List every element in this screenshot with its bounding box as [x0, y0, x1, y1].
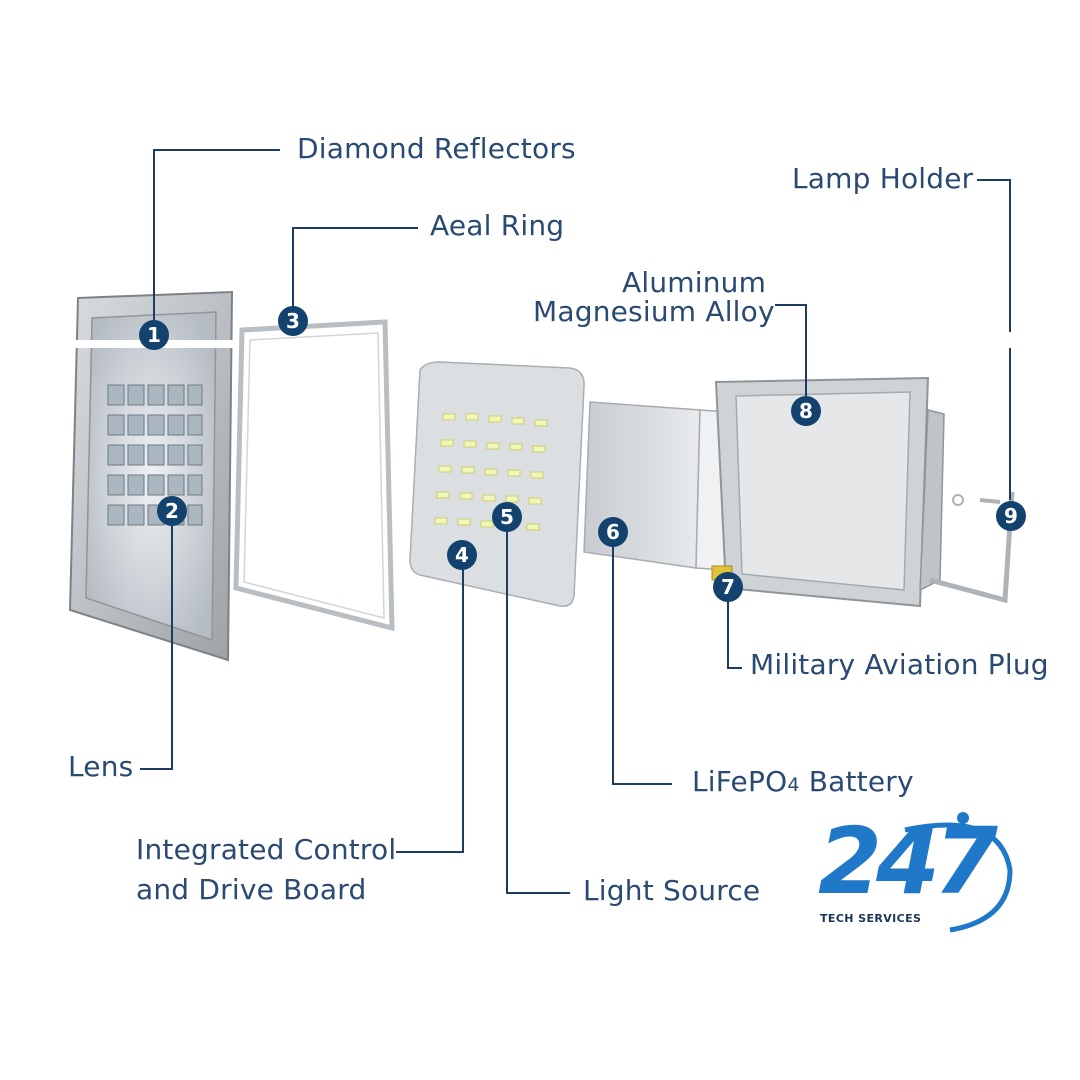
- label-aluminum-line2: Magnesium Alloy: [533, 295, 775, 328]
- label-control-line1: Integrated Control: [136, 833, 397, 866]
- logo-subtitle: TECH SERVICES: [820, 912, 922, 925]
- badge-2: 2: [157, 496, 187, 526]
- badge-9: 9: [996, 501, 1026, 531]
- badge-4: 4: [447, 540, 477, 570]
- label-control-line2: and Drive Board: [136, 873, 367, 906]
- seal-ring: [233, 319, 395, 632]
- label-lens: Lens: [68, 750, 134, 783]
- white-band: [70, 340, 1080, 348]
- label-aluminum-line1: Aluminum: [622, 266, 767, 299]
- label-diamond-reflectors: Diamond Reflectors: [297, 132, 576, 165]
- label-aeal-ring: Aeal Ring: [430, 209, 565, 242]
- logo-number: 247: [818, 808, 998, 915]
- badge-1: 1: [139, 320, 169, 350]
- housing: [711, 376, 945, 608]
- label-battery: LiFePO4 Battery: [692, 765, 914, 799]
- battery-main-text: LiFePO: [692, 765, 788, 798]
- badge-8: 8: [791, 396, 821, 426]
- label-light-source: Light Source: [583, 874, 761, 907]
- badge-3: 3: [278, 306, 308, 336]
- badge-6: 6: [598, 517, 628, 547]
- badge-7: 7: [713, 572, 743, 602]
- battery-tail-text: Battery: [799, 765, 914, 798]
- badge-5: 5: [492, 502, 522, 532]
- label-lamp-holder: Lamp Holder: [792, 162, 974, 195]
- leader-lines: [140, 149, 1011, 894]
- battery-subscript: 4: [787, 774, 800, 796]
- led-array: [434, 413, 548, 531]
- label-military-plug: Military Aviation Plug: [750, 648, 1049, 681]
